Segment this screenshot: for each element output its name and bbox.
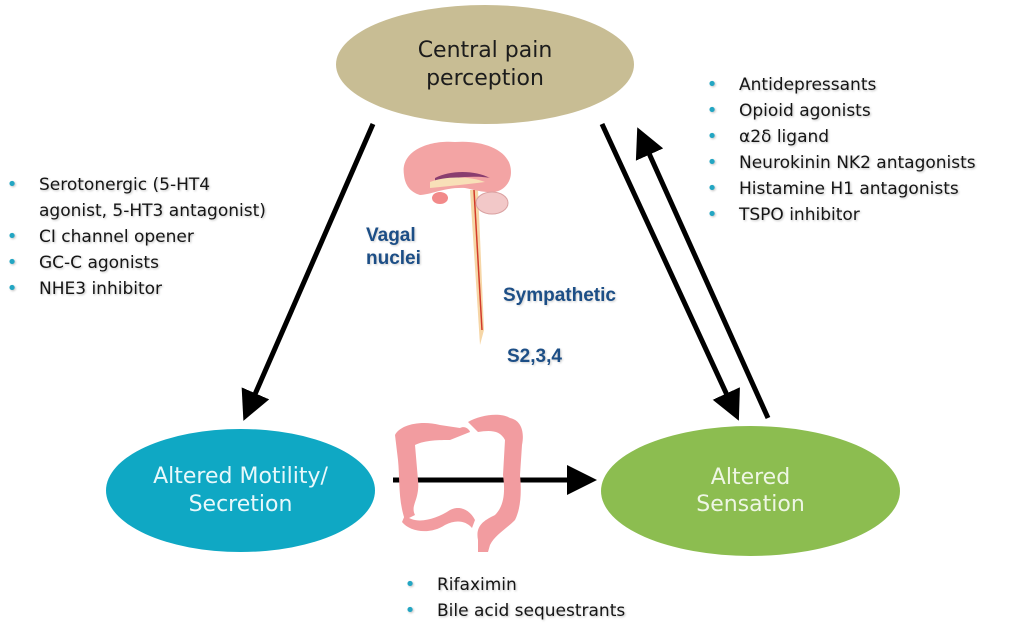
list-item: • Histamine H1 antagonists [705, 176, 976, 202]
bullet-icon: • [706, 126, 718, 147]
node-altered-sensation: Altered Sensation [601, 426, 900, 556]
bullet-icon: • [706, 152, 718, 173]
list-item: • Opioid agonists [705, 98, 976, 124]
bullet-icon: • [706, 178, 718, 199]
list-item-text: TSPO inhibitor [739, 205, 860, 225]
list-item-text: Opioid agonists [739, 101, 871, 121]
list-item-text: Rifaximin [437, 575, 517, 595]
label-vagal-line1: Vagal [366, 225, 416, 246]
arrow-central-to-sensation [599, 122, 740, 421]
bullet-icon: • [404, 574, 416, 595]
bullet-icon: • [6, 252, 18, 273]
list-item-text: Histamine H1 antagonists [739, 179, 959, 199]
list-item: • Serotonergic (5-HT4 [5, 172, 266, 198]
node-sensation-line1: Altered [710, 464, 791, 490]
label-vagal-nuclei: Vagal nuclei [366, 224, 421, 270]
bullet-icon: • [6, 174, 18, 195]
list-item-text: agonist, 5-HT3 antagonist) [39, 201, 266, 221]
arrow-central-to-motility [241, 122, 376, 421]
bullet-icon: • [706, 74, 718, 95]
arrow-sensation-to-central [635, 127, 771, 420]
label-vagal-line2: nuclei [366, 248, 421, 269]
bullet-icon: • [6, 226, 18, 247]
colon-icon [395, 414, 523, 552]
list-item: • GC-C agonists [5, 250, 266, 276]
list-item: • NHE3 inhibitor [5, 276, 266, 302]
list-item-text: Bile acid sequestrants [437, 601, 626, 621]
bullet-icon: • [6, 278, 18, 299]
node-central-pain-perception: Central pain perception [336, 5, 634, 124]
label-sympathetic: Sympathetic [503, 285, 616, 306]
node-altered-motility: Altered Motility/ Secretion [106, 429, 375, 552]
list-item-continuation: agonist, 5-HT3 antagonist) [5, 198, 266, 224]
list-item-text: CI channel opener [39, 227, 194, 247]
brain-spinal-cord-icon [403, 141, 511, 345]
node-motility-line1: Altered Motility/ [153, 464, 328, 489]
list-item: • Neurokinin NK2 antagonists [705, 150, 976, 176]
node-central-line2: perception [426, 65, 544, 91]
list-item-text: Neurokinin NK2 antagonists [739, 153, 976, 173]
list-item: • Antidepressants [705, 72, 976, 98]
list-motility-drugs: • Serotonergic (5-HT4 agonist, 5-HT3 anta… [5, 172, 266, 302]
list-item: • Rifaximin [403, 572, 625, 598]
node-sensation-line2: Sensation [696, 492, 805, 517]
node-motility-line2: Secretion [188, 491, 293, 517]
list-central-sensation-drugs: • Antidepressants • Opioid agonists • α2δ l… [705, 72, 976, 228]
list-item-text: GC-C agonists [39, 253, 159, 273]
list-gut-drugs: • Rifaximin • Bile acid sequestrants [403, 572, 626, 624]
bullet-icon: • [706, 100, 718, 121]
list-item-text: α2δ ligand [739, 127, 830, 147]
node-central-line1: Central pain [417, 38, 553, 63]
list-item: • α2δ ligand [705, 124, 976, 150]
bullet-icon: • [706, 204, 718, 225]
list-item: • Bile acid sequestrants [403, 598, 626, 624]
label-sacral-s234: S2,3,4 [507, 346, 562, 367]
list-item-text: NHE3 inhibitor [39, 279, 163, 299]
bullet-icon: • [404, 600, 416, 621]
list-item: • CI channel opener [5, 224, 266, 250]
list-item-text: Serotonergic (5-HT4 [39, 175, 211, 195]
list-item-text: Antidepressants [739, 75, 877, 95]
list-item: • TSPO inhibitor [705, 202, 976, 228]
